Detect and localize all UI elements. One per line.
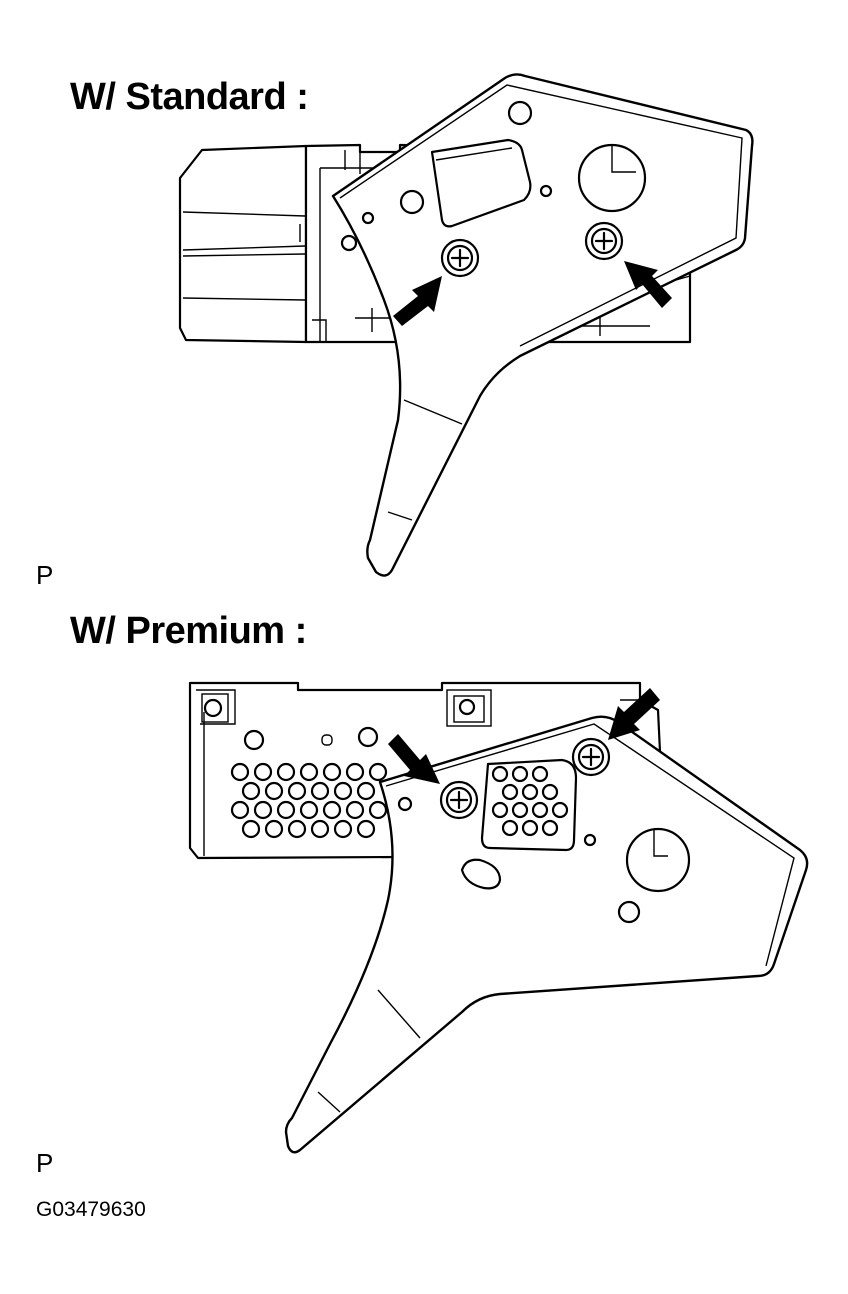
standard-illustration xyxy=(178,73,754,577)
phillips-screw-icon xyxy=(584,221,624,261)
phillips-screw-icon xyxy=(440,238,480,278)
heading-standard: W/ Standard : xyxy=(70,76,309,118)
heading-premium: W/ Premium : xyxy=(70,610,307,652)
standard-bracket xyxy=(331,73,754,577)
figure-code: G03479630 xyxy=(36,1198,146,1221)
pointer-arrow-icon xyxy=(624,261,672,308)
premium-bracket-grille xyxy=(491,765,569,837)
pointer-arrow-icon xyxy=(608,688,660,740)
phillips-screw-icon xyxy=(439,780,479,820)
premium-bracket xyxy=(284,715,809,1154)
marker-standard: P xyxy=(36,560,54,590)
marker-premium: P xyxy=(36,1148,54,1178)
pointer-arrow-icon xyxy=(393,276,442,326)
pointer-arrow-icon xyxy=(388,734,440,784)
phillips-screw-icon xyxy=(571,737,611,777)
premium-vent-grille xyxy=(230,762,388,839)
